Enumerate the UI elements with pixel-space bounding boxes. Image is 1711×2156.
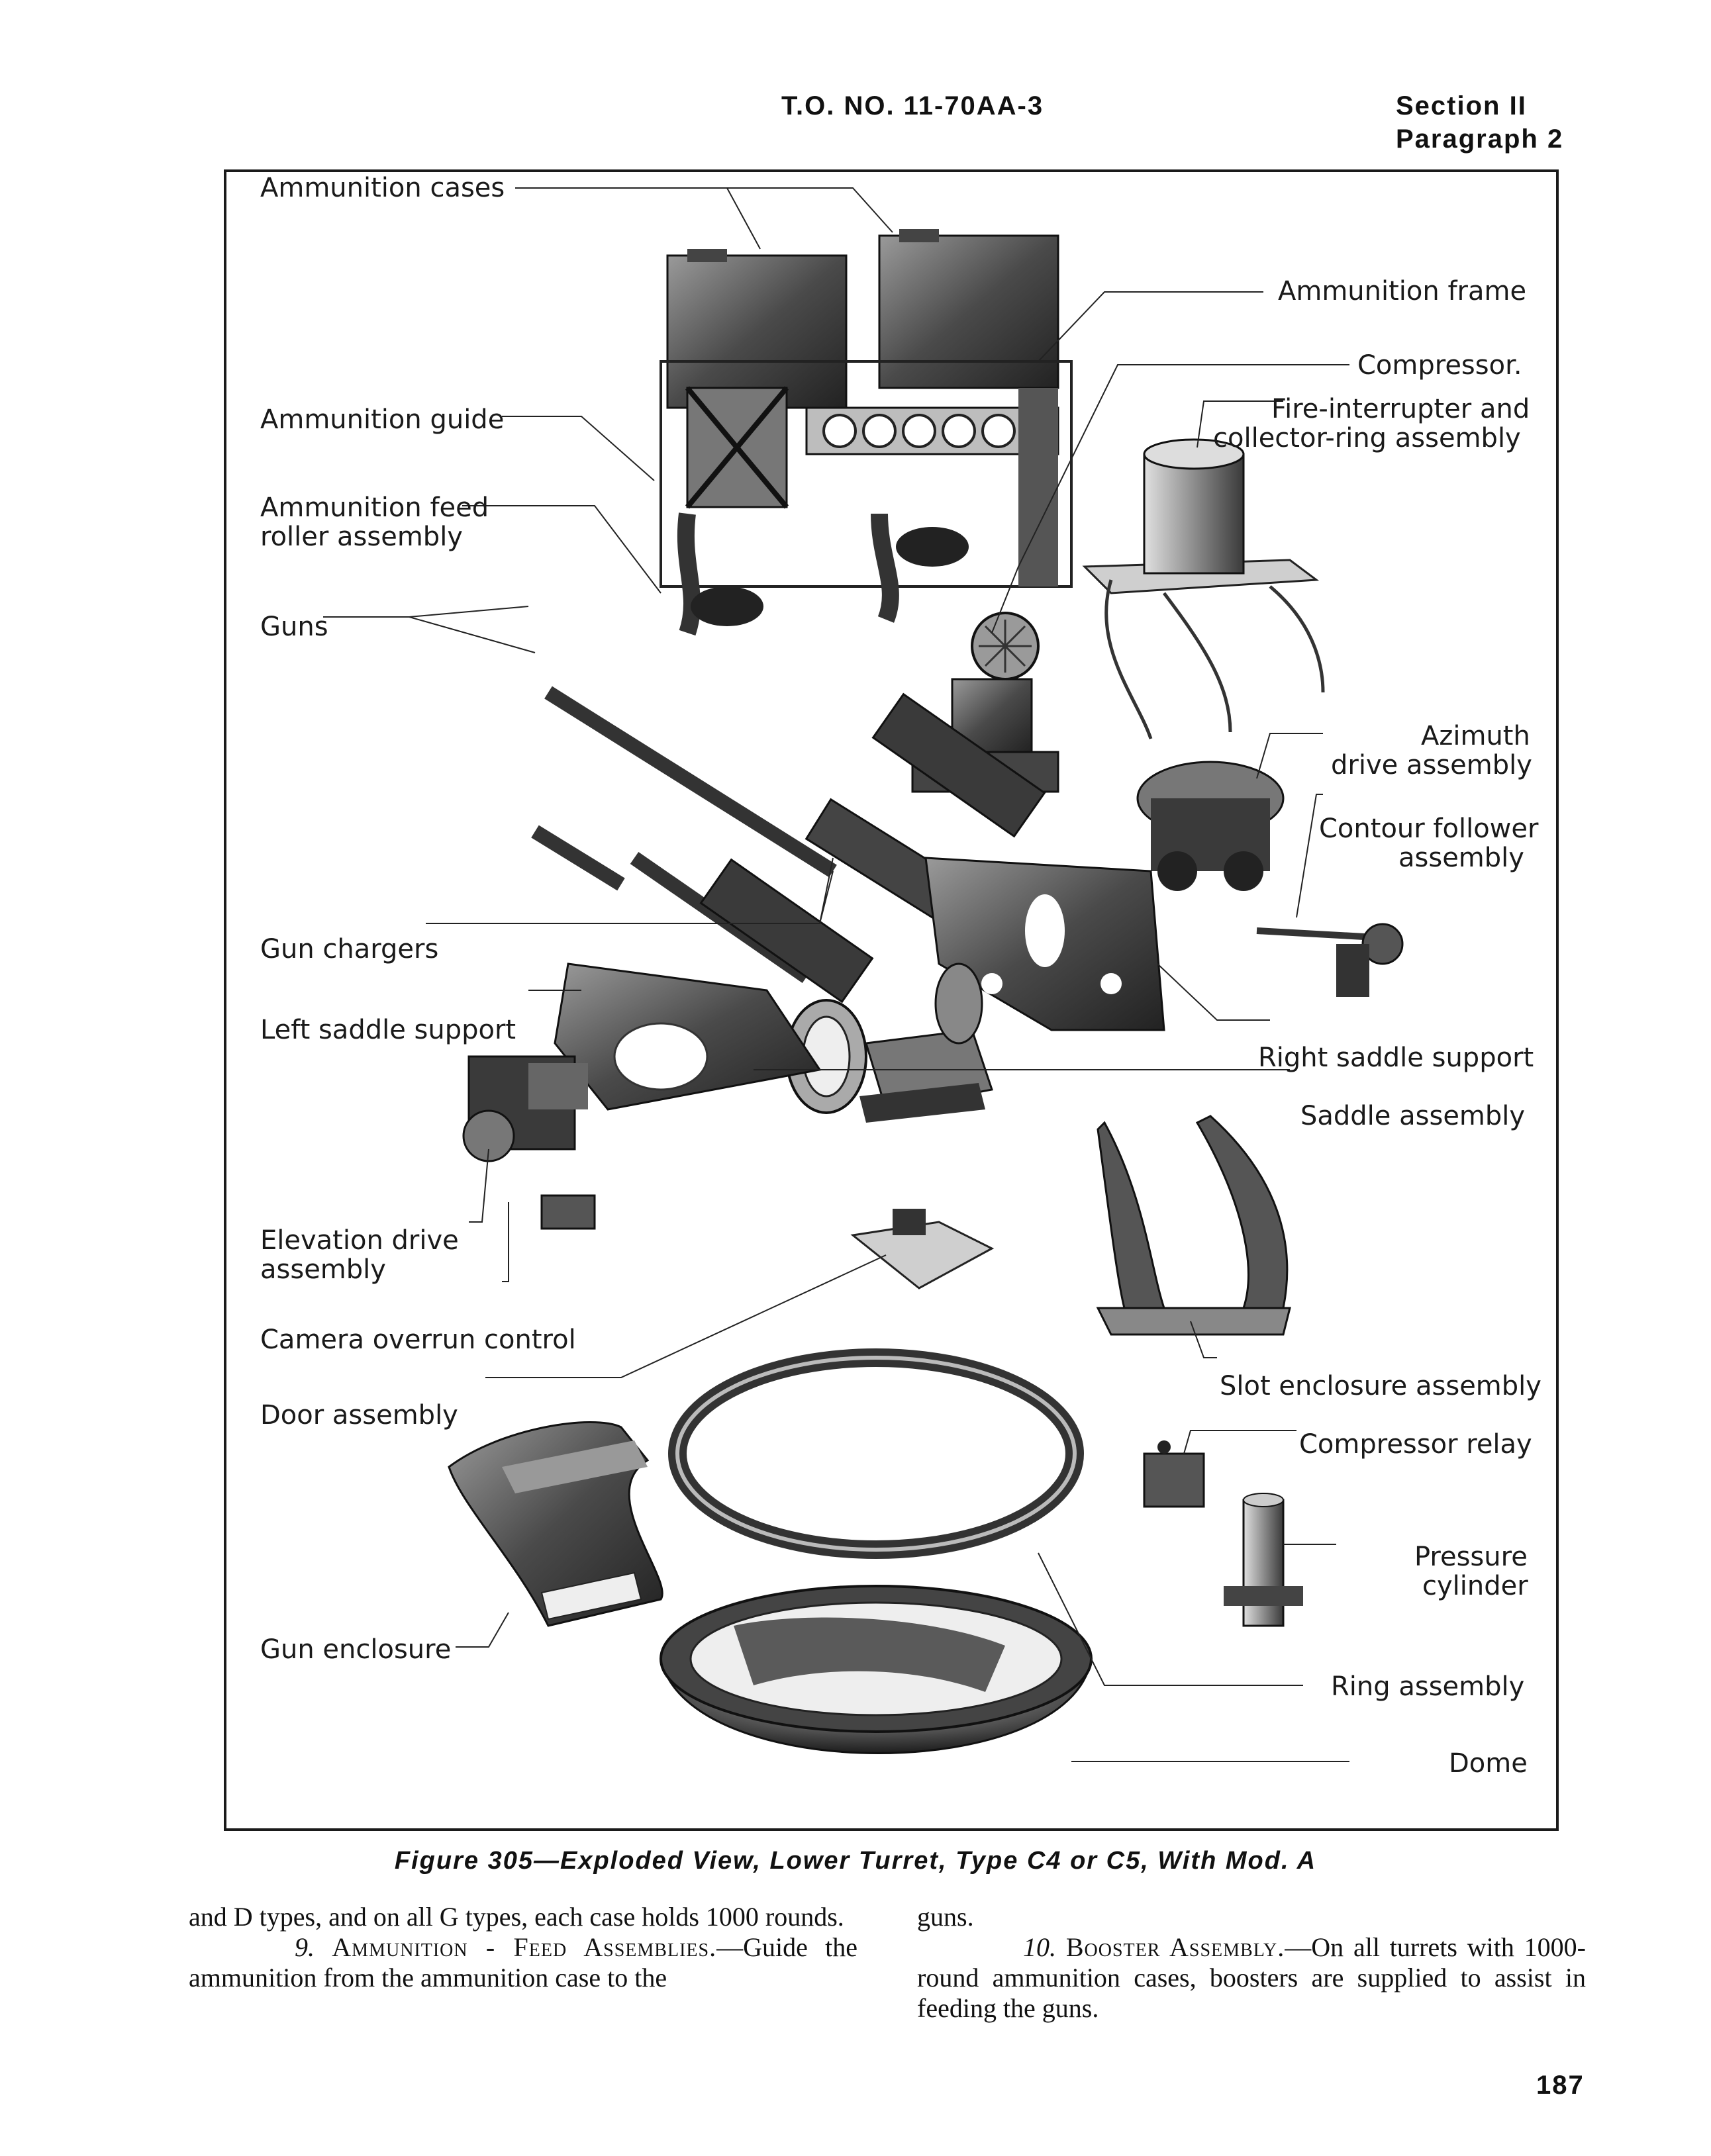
- label-fire-interrupter-line2: collector-ring assembly: [1213, 423, 1521, 453]
- figure-caption: Figure 305—Exploded View, Lower Turret, …: [394, 1847, 1317, 1875]
- label-left-saddle-support: Left saddle support: [260, 1015, 516, 1045]
- label-contour-line1: Contour follower: [1319, 814, 1539, 844]
- fire-interrupter-part: [1082, 438, 1325, 739]
- paragraph-continuation-right: guns.: [917, 1902, 974, 1932]
- label-contour-line2: assembly: [1398, 843, 1524, 873]
- label-elevation-line2: assembly: [260, 1254, 386, 1285]
- body-column-left: and D types, and on all G types, each ca…: [189, 1902, 857, 1993]
- document-number: T.O. NO. 11-70AA-3: [781, 91, 1044, 120]
- label-azimuth-line2: drive assembly: [1331, 750, 1532, 780]
- paragraph-heading: Booster Assembly.: [1065, 1932, 1285, 1962]
- label-azimuth-line1: Azimuth: [1421, 721, 1530, 751]
- ring-assembly-part: [668, 1348, 1084, 1559]
- paragraph-number: 10.: [1023, 1932, 1056, 1962]
- dome-part: [660, 1585, 1093, 1754]
- section-label: Section II: [1396, 91, 1527, 120]
- label-dome: Dome: [1449, 1748, 1528, 1779]
- label-guns: Guns: [260, 612, 328, 642]
- paragraph-heading: Ammunition - Feed Assemblies.: [332, 1932, 717, 1962]
- paragraph-number: 9.: [295, 1932, 315, 1962]
- label-ammunition-guide: Ammunition guide: [260, 404, 505, 435]
- label-compressor-relay: Compressor relay: [1299, 1429, 1532, 1460]
- paragraph-label: Paragraph 2: [1396, 124, 1564, 154]
- label-saddle-assembly: Saddle assembly: [1300, 1101, 1526, 1131]
- camera-overrun-control-part: [540, 1194, 596, 1230]
- gun-enclosure-part: [448, 1421, 663, 1627]
- contour-follower-part: [1256, 923, 1404, 997]
- label-feed-roller-line2: roller assembly: [260, 522, 463, 552]
- page-number: 187: [1536, 2071, 1585, 2100]
- ammunition-guide-part: [677, 512, 969, 636]
- saddle-assembly-part: [785, 962, 993, 1123]
- label-pressure-line2: cylinder: [1422, 1571, 1528, 1601]
- elevation-drive-part: [462, 1055, 588, 1162]
- slot-enclosure-part: [1096, 1115, 1291, 1336]
- ammunition-frame-part: [660, 360, 1073, 588]
- label-elevation-line1: Elevation drive: [260, 1225, 459, 1256]
- compressor-relay-part: [1143, 1440, 1205, 1508]
- label-feed-roller-line1: Ammunition feed: [260, 492, 489, 523]
- right-saddle-support-part: [924, 857, 1165, 1031]
- label-fire-interrupter-line1: Fire-interrupter and: [1271, 394, 1530, 424]
- paragraph-text: —Guide the ammunition from the ammunitio…: [189, 1932, 858, 1992]
- paragraph-continuation: and D types, and on all G types, each ca…: [189, 1902, 844, 1932]
- label-slot-enclosure: Slot enclosure assembly: [1220, 1371, 1541, 1401]
- azimuth-drive-part: [1136, 761, 1285, 891]
- paragraph-booster-assembly: 10. Booster Assembly.—On all turrets wit…: [917, 1932, 1586, 2024]
- pressure-cylinder-part: [1224, 1493, 1303, 1627]
- label-camera-overrun: Camera overrun control: [260, 1325, 576, 1355]
- label-pressure-line1: Pressure: [1414, 1542, 1528, 1572]
- label-ammunition-frame: Ammunition frame: [1278, 276, 1527, 306]
- body-column-right: guns. 10. Booster Assembly.—On all turre…: [917, 1902, 1586, 2024]
- paragraph-text: —On all turrets with 1000-round ammuniti…: [917, 1932, 1586, 2023]
- label-gun-chargers: Gun chargers: [260, 934, 439, 964]
- label-ring-assembly: Ring assembly: [1331, 1671, 1525, 1702]
- ammunition-cases-part: [666, 229, 1059, 409]
- guns-part: [531, 686, 1046, 1004]
- label-ammunition-cases: Ammunition cases: [260, 173, 505, 203]
- label-door-assembly: Door assembly: [260, 1400, 458, 1430]
- figure-frame: [224, 169, 1559, 1831]
- label-compressor: Compressor.: [1357, 350, 1522, 381]
- paragraph-ammunition-feed: 9. Ammunition - Feed Assemblies.—Guide t…: [189, 1932, 857, 1993]
- label-gun-enclosure: Gun enclosure: [260, 1634, 452, 1665]
- exploded-view-illustration: [323, 187, 1404, 1762]
- leader-lines: [323, 187, 1349, 1762]
- label-right-saddle-support: Right saddle support: [1258, 1043, 1534, 1073]
- door-assembly-part: [850, 1209, 995, 1289]
- left-saddle-support-part: [554, 962, 822, 1111]
